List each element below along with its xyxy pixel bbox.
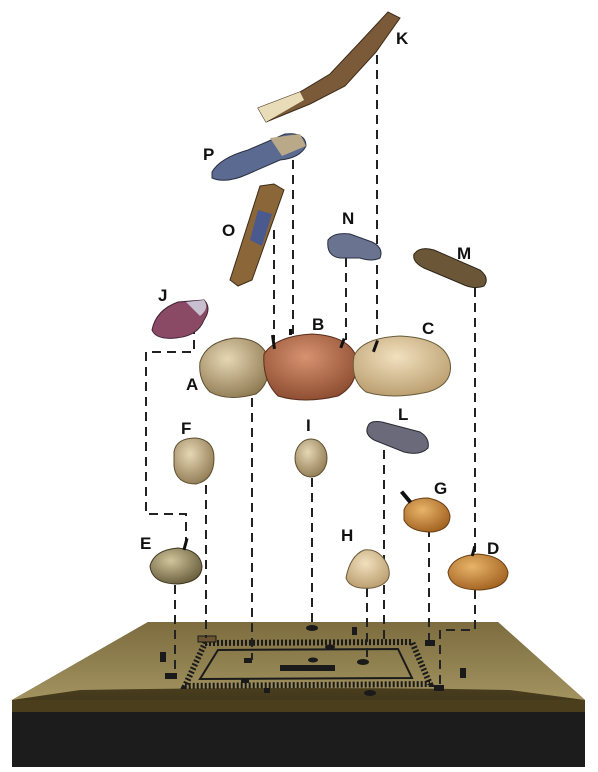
label-E: E bbox=[140, 535, 151, 552]
stone-E bbox=[150, 538, 202, 584]
label-P: P bbox=[203, 146, 214, 163]
label-M: M bbox=[457, 245, 471, 262]
stone-A bbox=[200, 338, 269, 398]
label-I: I bbox=[306, 417, 311, 434]
label-G: G bbox=[434, 480, 447, 497]
stick-N bbox=[328, 234, 381, 260]
label-O: O bbox=[222, 222, 235, 239]
label-C: C bbox=[422, 320, 434, 337]
stone-I bbox=[295, 439, 327, 477]
stone-H bbox=[346, 550, 389, 588]
stick-O bbox=[230, 184, 284, 286]
label-K: K bbox=[396, 30, 408, 47]
stick-K bbox=[258, 12, 400, 122]
label-D: D bbox=[487, 540, 499, 557]
label-A: A bbox=[186, 376, 198, 393]
stone-F bbox=[174, 438, 214, 484]
stick-P bbox=[212, 134, 306, 181]
stick-M bbox=[414, 249, 487, 288]
label-L: L bbox=[398, 406, 408, 423]
label-B: B bbox=[312, 316, 324, 333]
label-N: N bbox=[342, 210, 354, 227]
label-H: H bbox=[341, 527, 353, 544]
stone-B bbox=[264, 329, 357, 400]
stick-L bbox=[367, 422, 428, 454]
label-J: J bbox=[158, 287, 167, 304]
stone-C bbox=[353, 336, 450, 396]
stone-J bbox=[152, 300, 208, 338]
label-F: F bbox=[181, 420, 191, 437]
